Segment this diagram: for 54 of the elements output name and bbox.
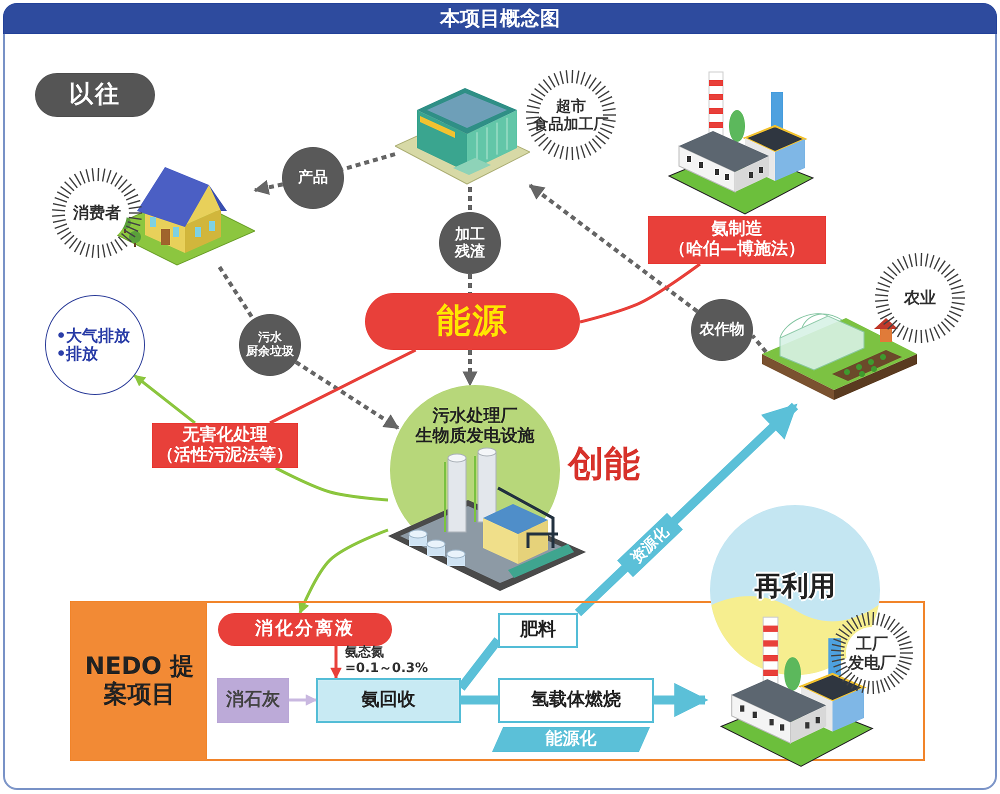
arrow [298, 528, 389, 614]
arrow [254, 180, 284, 195]
flow-circle: 农作物 [691, 299, 753, 361]
output-box: 氢载体燃烧 [498, 678, 654, 723]
caption-label: =0.1～0.3% [345, 660, 428, 676]
liquid-tag: 消化分离液 [218, 613, 392, 646]
edge-label: 资源化 [616, 512, 682, 577]
connector-line [750, 334, 768, 354]
caption-label: 农业 [904, 288, 936, 308]
diagram-title: 本项目概念图 [3, 3, 997, 34]
connector-line [269, 348, 416, 424]
arrow [294, 360, 400, 430]
node-label: •排放 [56, 345, 98, 364]
flow-circle: 产品 [282, 147, 344, 209]
arrow [528, 184, 698, 313]
caption-label: 消费者 [73, 203, 121, 223]
flow-circle: 加工残渣 [439, 212, 501, 274]
node-label: 再利用 [754, 571, 836, 602]
caption-label: 超市 [556, 97, 586, 115]
connector-line [468, 274, 472, 293]
process-box [152, 423, 298, 468]
period-tag: 以往 [35, 73, 155, 117]
caption-label: 发电厂 [848, 652, 896, 672]
node-label: •大气排放 [56, 326, 130, 345]
arrow [289, 694, 318, 706]
tag-label: 能源化 [492, 727, 650, 752]
node-label: 生物质发电设施 [416, 426, 534, 446]
arrow [330, 646, 342, 680]
arrow [654, 682, 708, 718]
connector-line [218, 266, 255, 320]
node-label: 无害化处理 [182, 426, 268, 446]
heading-label: 创能 [568, 443, 640, 487]
node-label: 污水 [258, 331, 282, 344]
caption-label: 食品加工厂 [534, 115, 608, 133]
output-box: 肥料 [498, 613, 578, 648]
arrow [462, 350, 478, 387]
connector-line [461, 696, 498, 704]
node-label: 厨余垃圾 [246, 345, 294, 359]
process-box [648, 216, 826, 264]
caption-label: 工厂 [856, 634, 888, 653]
section-label: NEDO 提案项目 [72, 603, 207, 759]
connector-line [275, 466, 388, 502]
arrow [134, 374, 196, 424]
node-label: 氨制造 [712, 220, 762, 240]
connector-line [468, 187, 472, 212]
energy-banner: 能源 [365, 293, 580, 350]
node-label: （活性污泥法等） [157, 446, 293, 466]
caption-label: 氨态氮 [345, 645, 384, 661]
connector-line [342, 152, 396, 172]
process-box: 氨回收 [316, 678, 461, 723]
node-label: （哈伯—博施法） [669, 240, 805, 260]
input-box: 消石灰 [217, 678, 289, 723]
connector-line [580, 262, 701, 324]
node-label: 污水处理厂 [432, 407, 518, 426]
